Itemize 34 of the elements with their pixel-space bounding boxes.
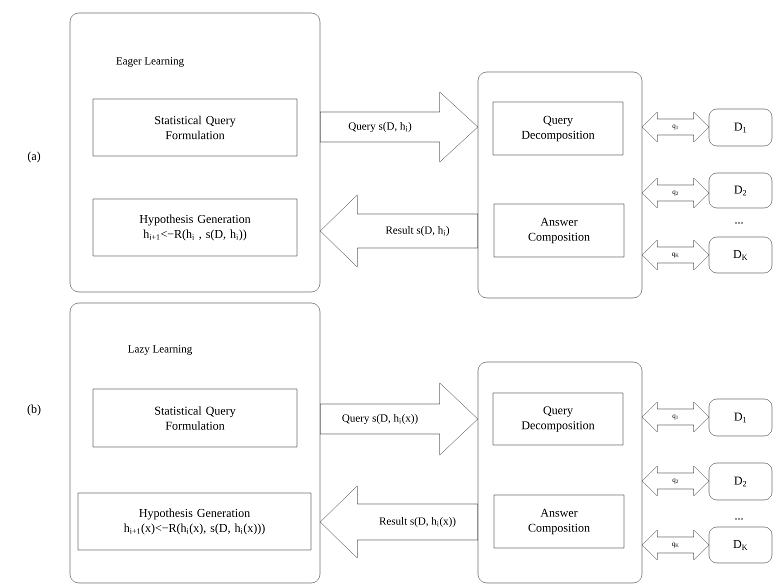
process-box: Answer Composition — [494, 204, 624, 258]
edge-label: Query s(D, h$_{i}$) — [348, 122, 412, 132]
database-box: D$_{K}$ — [708, 526, 772, 564]
process-box: Statistical Query Formulation — [92, 388, 298, 448]
block-arrow — [642, 402, 709, 432]
panel-label: ... — [735, 222, 743, 224]
block-arrow — [320, 382, 478, 456]
process-box: Query Decomposition — [492, 392, 624, 446]
block-arrow — [320, 486, 478, 558]
block-arrow — [642, 240, 709, 270]
panel-label: ... — [735, 518, 743, 520]
block-arrow — [642, 178, 709, 208]
edge-label: Result s(D, h$_{i}$) — [386, 226, 450, 236]
process-box: Query Decomposition — [492, 102, 624, 156]
block-arrow — [320, 92, 478, 162]
process-box — [478, 362, 642, 584]
edge-label: Query s(D, h$_{i}$(x)) — [342, 414, 418, 424]
process-box: Answer Composition — [494, 494, 624, 548]
database-box: D$_{1}$ — [708, 108, 772, 146]
database-box: D$_{1}$ — [708, 398, 772, 436]
block-arrow — [642, 530, 709, 560]
process-box: Hypothesis Generation h$_{i+1}$(x)<−R(h$_{i}$(x), s(D, h$_{i}$(x))) — [78, 492, 312, 550]
process-box — [478, 72, 642, 298]
database-box: D$_{K}$ — [708, 236, 772, 274]
block-arrow — [320, 194, 478, 268]
block-arrow — [642, 112, 709, 142]
panel-label: (a) — [28, 152, 40, 162]
database-box: D$_{2}$ — [708, 462, 772, 500]
edge-label: Result s(D, h$_{i}$(x)) — [379, 517, 456, 527]
panel-label: (b) — [28, 404, 40, 416]
database-box: D$_{2}$ — [708, 172, 772, 208]
block-arrow — [642, 466, 709, 496]
process-box: Statistical Query Formulation — [92, 98, 298, 156]
process-box: Hypothesis Generation h$_{i+1}$<−R(h$_{i}$ , s(D, h$_{i}$)) — [92, 198, 298, 256]
